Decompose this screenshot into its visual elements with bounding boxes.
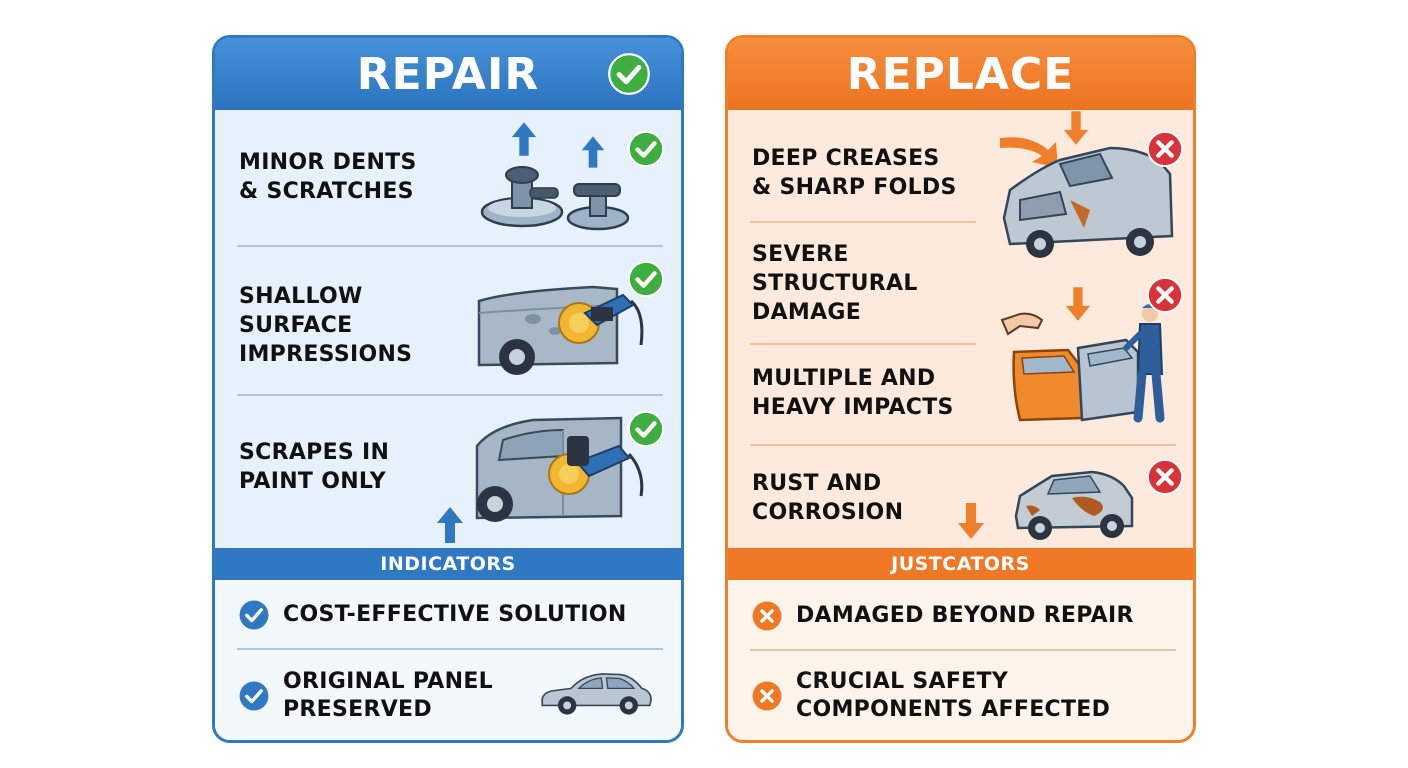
cross-circle-icon: [750, 599, 784, 633]
check-icon: [607, 52, 651, 96]
cross-icon: [1146, 130, 1184, 168]
replace-justcator-safety-components: CRUCIAL SAFETY COMPONENTS AFFECTED: [750, 668, 1110, 724]
polisher-on-car-icon: [477, 285, 644, 375]
replace-title: REPLACE: [846, 48, 1075, 100]
divider: [750, 649, 1176, 651]
car-icon: [537, 660, 655, 722]
suction-cup-dent-puller-icon: [480, 122, 630, 231]
divider: [750, 221, 976, 223]
repair-indicators-band: INDICATORS: [215, 548, 681, 580]
repair-header: REPAIR: [215, 38, 681, 110]
replace-item-multiple-impacts: MULTIPLE AND HEAVY IMPACTS: [752, 366, 954, 420]
repair-item-scrapes-paint: SCRAPES IN PAINT ONLY: [239, 440, 390, 494]
replace-justcators-band: JUSTCATORS: [728, 548, 1193, 580]
replace-justcators: DAMAGED BEYOND REPAIR CRUCIAL SAFETY COM…: [728, 580, 1193, 740]
replace-item-rust-corrosion: RUST AND CORROSION: [752, 471, 904, 525]
repair-item-minor-dents: MINOR DENTS & SCRATCHES: [239, 150, 417, 204]
divider: [237, 394, 663, 396]
cross-circle-icon: [750, 679, 784, 713]
divider: [750, 343, 976, 345]
repair-indicator-cost-effective: COST-EFFECTIVE SOLUTION: [237, 598, 627, 632]
cross-icon: [1146, 276, 1184, 314]
mechanic-replacing-door-icon: [1000, 287, 1165, 423]
replace-item-severe-structural: SEVERE STRUCTURAL DAMAGE: [752, 242, 918, 325]
check-icon: [627, 410, 665, 448]
divider: [237, 245, 663, 247]
polisher-on-car-door-icon: [475, 416, 644, 522]
repair-panel: REPAIR MINOR DENTS & SCRATCHES SHALLOW S…: [212, 35, 684, 743]
repair-item-shallow-surface: SHALLOW SURFACE IMPRESSIONS: [239, 284, 413, 367]
repair-title: REPAIR: [356, 48, 540, 100]
repair-indicators: COST-EFFECTIVE SOLUTION ORIGINAL PANEL P…: [215, 580, 681, 740]
check-icon: [627, 260, 665, 298]
cross-icon: [1146, 458, 1184, 496]
replace-header: REPLACE: [728, 38, 1193, 110]
down-arrow-icon: [958, 503, 984, 539]
check-icon: [627, 130, 665, 168]
replace-item-deep-creases: DEEP CREASES & SHARP FOLDS: [752, 146, 957, 200]
divider: [237, 648, 663, 650]
check-circle-icon: [237, 598, 271, 632]
divider: [750, 444, 1176, 446]
up-arrow-icon: [437, 507, 463, 543]
rusty-car-icon: [1014, 470, 1134, 540]
replace-panel: REPLACE DEEP CREASES & SHARP FOLDS SEVER…: [725, 35, 1196, 743]
replace-justcator-damaged-beyond: DAMAGED BEYOND REPAIR: [750, 599, 1134, 633]
repair-indicator-original-panel: ORIGINAL PANEL PRESERVED: [237, 668, 493, 724]
check-circle-icon: [237, 679, 271, 713]
